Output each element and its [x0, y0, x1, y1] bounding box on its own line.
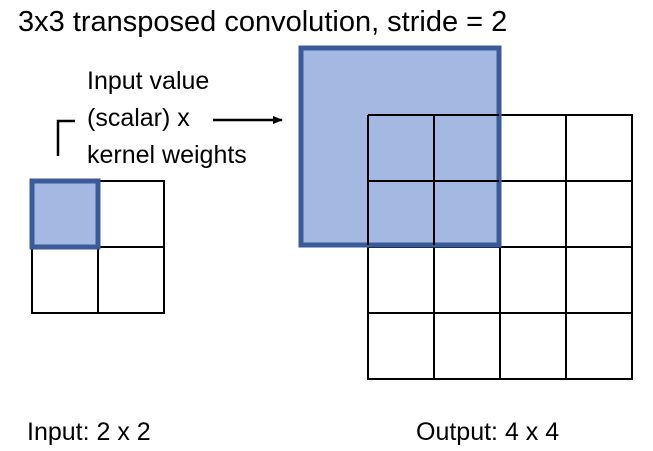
output-cell-1-2 [499, 180, 567, 248]
input-cell-1-0 [31, 246, 99, 314]
annotation-line-3: kernel weights [87, 141, 247, 169]
output-cell-3-1 [433, 312, 501, 380]
overlap-grid-lines [367, 114, 499, 245]
output-grid-label: Output: 4 x 4 [416, 418, 560, 446]
annotation-line-2: (scalar) x [87, 104, 190, 132]
output-cell-3-2 [499, 312, 567, 380]
output-cell-2-3 [565, 246, 633, 314]
output-cell-3-3 [565, 312, 633, 380]
output-cell-0-2 [499, 114, 567, 182]
input-cell-1-1 [97, 246, 165, 314]
output-cell-3-0 [367, 312, 435, 380]
output-cell-2-1 [433, 246, 501, 314]
output-cell-2-0 [367, 246, 435, 314]
bracket-connector [56, 119, 75, 156]
output-cell-2-2 [499, 246, 567, 314]
input-grid-label: Input: 2 x 2 [27, 418, 151, 446]
input-cell-highlighted [29, 178, 101, 250]
diagram-title: 3x3 transposed convolution, stride = 2 [18, 6, 508, 38]
input-grid [29, 178, 165, 314]
output-cell-0-3 [565, 114, 633, 182]
output-cell-1-3 [565, 180, 633, 248]
kernel-footprint-overlay [298, 45, 502, 248]
input-cell-0-1 [97, 180, 165, 248]
annotation-line-1: Input value [87, 67, 210, 95]
